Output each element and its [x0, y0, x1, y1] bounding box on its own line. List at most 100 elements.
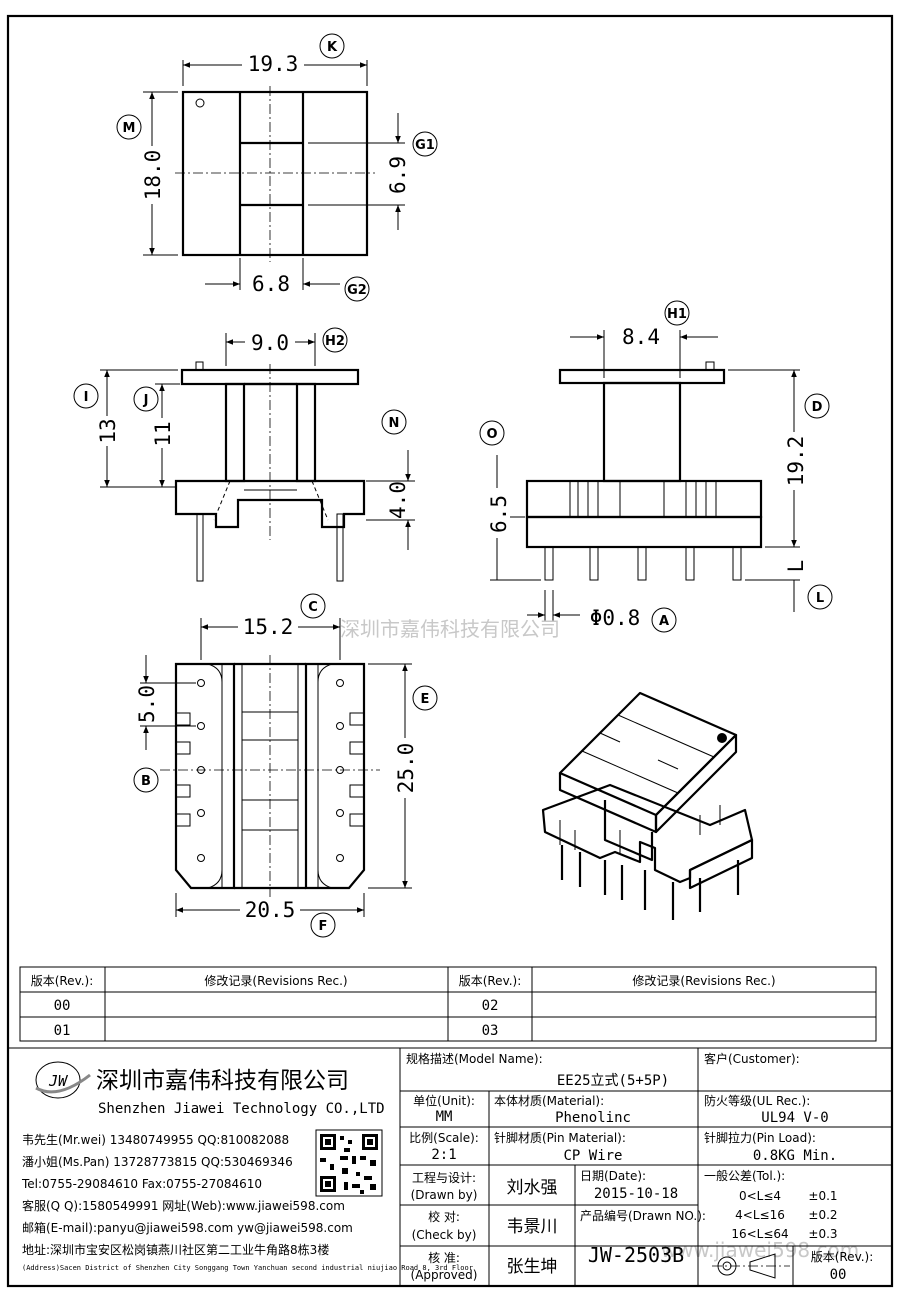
dim-l: L	[784, 560, 808, 573]
callout-h1: H1	[667, 307, 687, 322]
date-value: 2015-10-18	[594, 1186, 678, 1202]
dim-c: 15.2	[243, 615, 294, 639]
unit-label: 单位(Unit):	[413, 1093, 475, 1108]
rev-value: 00	[830, 1267, 847, 1283]
callout-d: D	[812, 400, 823, 415]
address-en: (Address)Sacen District of Shenzhen City…	[22, 1264, 473, 1272]
pin-material-value: CP Wire	[563, 1148, 622, 1164]
top-view: 19.3 K 18.0 M 6.9 G1 6.8 G2	[116, 33, 438, 302]
callout-l: L	[816, 591, 824, 606]
watermark-center: 深圳市嘉伟科技有限公司	[340, 617, 560, 641]
tol-value-3: ±0.3	[808, 1227, 837, 1241]
callout-j: J	[143, 393, 149, 408]
callout-a: A	[659, 614, 669, 629]
tol-range-3: 16<L≤64	[731, 1227, 788, 1241]
material-value: Phenolinc	[555, 1110, 631, 1126]
date-label: 日期(Date):	[580, 1169, 646, 1183]
dim-g2: 6.8	[252, 272, 290, 296]
drawn-no-value: JW-2503B	[588, 1243, 684, 1267]
fire-label: 防火等级(UL Rec.):	[704, 1093, 810, 1108]
sheet-border	[6, 14, 894, 1288]
dim-d: 19.2	[784, 436, 808, 487]
callout-g1: G1	[415, 138, 435, 153]
side-view: 8.4 H1 19.2 D L L 6.5 O Φ0.8 A	[479, 300, 833, 633]
logo-text: JW	[48, 1072, 69, 1090]
callout-k: K	[327, 40, 338, 55]
approved-label-en: (Approved)	[411, 1268, 478, 1282]
callout-c: C	[308, 600, 318, 615]
rev-label: 版本(Rev.):	[811, 1250, 874, 1264]
revision-table: 版本(Rev.): 修改记录(Revisions Rec.) 版本(Rev.):…	[19, 966, 877, 1042]
rev-header-right: 版本(Rev.):	[459, 974, 522, 988]
tolerance-label: 一般公差(Tol.):	[704, 1168, 785, 1183]
dim-m: 18.0	[141, 150, 165, 201]
pin-load-label: 针脚拉力(Pin Load):	[704, 1130, 816, 1145]
rev-row-2-right: 03	[482, 1023, 499, 1039]
tol-value-2: ±0.2	[808, 1208, 837, 1222]
callout-b: B	[141, 774, 151, 789]
projection-symbol	[712, 1253, 790, 1279]
company-logo: JW	[35, 1061, 91, 1099]
check-by-label: 校 对:	[428, 1209, 460, 1224]
rev-row-1-right: 02	[482, 998, 499, 1014]
customer-label: 客户(Customer):	[704, 1051, 800, 1066]
rev-row-1-left: 00	[54, 998, 71, 1014]
title-block: JW 深圳市嘉伟科技有限公司 Shenzhen Jiawei Technolog…	[8, 1047, 892, 1286]
contact-line-3: Tel:0755-29084610 Fax:0755-27084610	[21, 1177, 262, 1191]
dim-g1: 6.9	[386, 156, 410, 194]
dim-a: Φ0.8	[590, 606, 641, 630]
model-value: EE25立式(5+5P)	[557, 1073, 669, 1089]
scale-value: 2:1	[431, 1147, 456, 1163]
approved-value: 张生坤	[507, 1257, 558, 1277]
contact-line-2: 潘小姐(Ms.Pan) 13728773815 QQ:530469346	[22, 1155, 293, 1169]
approved-label: 核 准:	[428, 1251, 460, 1265]
callout-m: M	[123, 121, 136, 136]
callout-n: N	[389, 416, 400, 431]
material-label: 本体材质(Material):	[494, 1094, 604, 1108]
company-name-en: Shenzhen Jiawei Technology CO.,LTD	[98, 1101, 385, 1117]
drawn-by-value: 刘水强	[507, 1178, 558, 1198]
rev-header-left: 版本(Rev.):	[31, 974, 94, 988]
scale-label: 比例(Scale):	[409, 1131, 479, 1145]
isometric-view	[541, 691, 754, 920]
dim-n: 4.0	[386, 481, 410, 519]
pin-load-value: 0.8KG Min.	[753, 1148, 837, 1164]
fire-value: UL94 V-0	[761, 1110, 828, 1126]
pin-material-label: 针脚材质(Pin Material):	[494, 1130, 626, 1145]
watermark-corner: www.jiawei598.com	[661, 1238, 859, 1262]
tol-value-1: ±0.1	[808, 1189, 837, 1203]
qr-code	[315, 1129, 383, 1197]
contact-line-1: 韦先生(Mr.wei) 13480749955 QQ:810082088	[22, 1133, 289, 1147]
callout-i: I	[84, 390, 89, 405]
callout-e: E	[421, 692, 430, 707]
unit-value: MM	[436, 1109, 453, 1125]
check-by-value: 韦景川	[507, 1217, 558, 1237]
dim-o: 6.5	[487, 495, 511, 533]
drawn-no-label: 产品编号(Drawn NO.):	[580, 1208, 706, 1223]
rev-row-2-left: 01	[54, 1023, 71, 1039]
tol-range-1: 0<L≤4	[739, 1189, 781, 1203]
dim-k: 19.3	[248, 52, 299, 76]
contact-line-5: 邮箱(E-mail):panyu@jiawei598.com yw@jiawei…	[22, 1220, 353, 1235]
contact-line-4: 客服(Q Q):1580549991 网址(Web):www.jiawei598…	[22, 1198, 345, 1213]
dim-f: 20.5	[245, 898, 296, 922]
callout-g2: G2	[347, 283, 367, 298]
dim-h1: 8.4	[622, 325, 660, 349]
dim-e: 25.0	[394, 743, 418, 794]
rec-header-left: 修改记录(Revisions Rec.)	[204, 973, 347, 988]
dim-b: 5.0	[135, 685, 159, 723]
drawn-by-label: 工程与设计:	[412, 1170, 476, 1185]
rec-header-right: 修改记录(Revisions Rec.)	[632, 973, 775, 988]
dim-h2: 9.0	[251, 331, 289, 355]
address-cn: 地址:深圳市宝安区松岗镇燕川社区第二工业牛角路8栋3楼	[22, 1242, 329, 1257]
tol-range-2: 4<L≤16	[735, 1208, 785, 1222]
callout-o: O	[486, 427, 497, 442]
drawn-by-label-en: (Drawn by)	[411, 1188, 478, 1202]
bottom-view: 15.2 C 5.0 B 25.0 E 20.5 F	[133, 593, 438, 938]
dim-i: 13	[96, 418, 120, 443]
callout-f: F	[319, 919, 328, 934]
company-name-cn: 深圳市嘉伟科技有限公司	[96, 1068, 349, 1094]
callout-h2: H2	[325, 334, 345, 349]
model-label: 规格描述(Model Name):	[406, 1051, 543, 1066]
